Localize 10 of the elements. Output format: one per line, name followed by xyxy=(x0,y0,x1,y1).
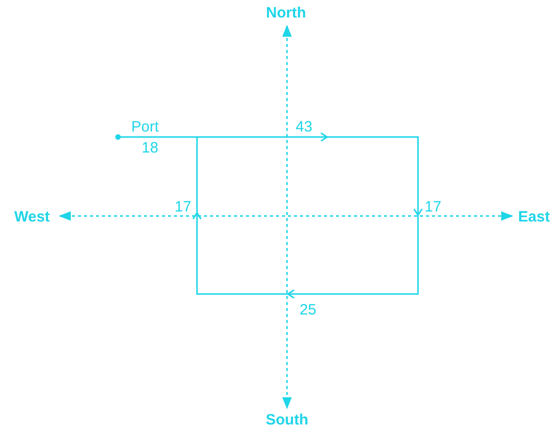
compass-direction: East xyxy=(518,210,550,224)
compass-direction: North xyxy=(266,6,306,20)
distance-label: 18 xyxy=(142,140,158,156)
compass-direction: West xyxy=(14,210,50,224)
compass-direction: South xyxy=(266,412,308,428)
place-name: Port xyxy=(131,120,159,134)
distance-label: 17 xyxy=(424,200,442,214)
distance-label: 43 xyxy=(296,120,312,134)
distance-label: 25 xyxy=(300,302,316,318)
distance-label: 17 xyxy=(174,200,192,214)
